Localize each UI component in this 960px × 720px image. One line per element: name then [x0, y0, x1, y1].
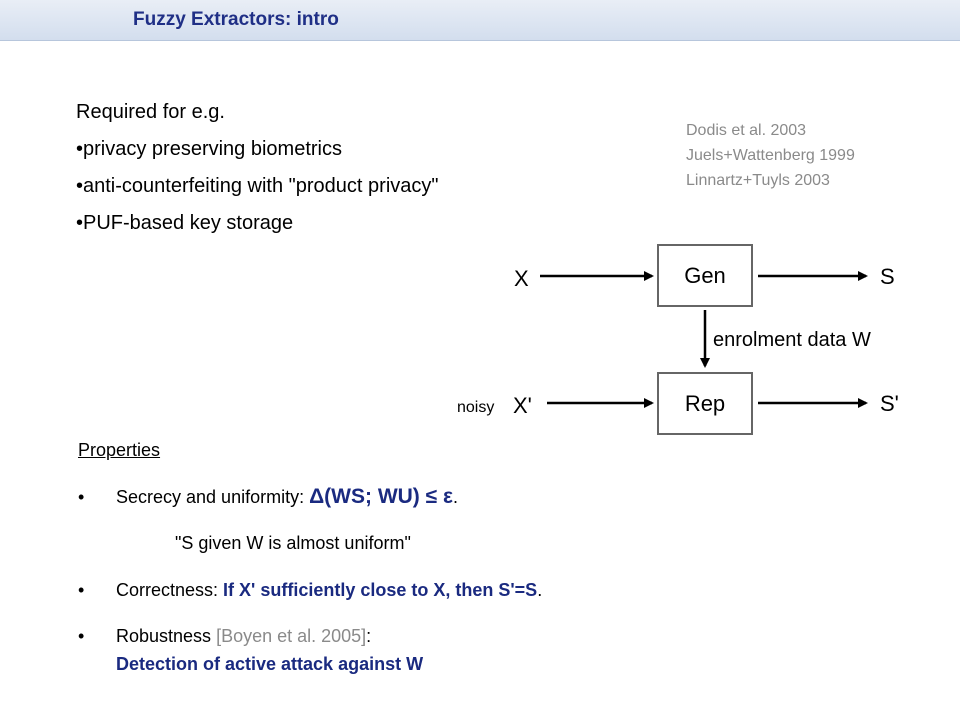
- robustness-statement: Detection of active attack against W: [116, 654, 424, 674]
- reference-item: Juels+Wattenberg 1999: [686, 147, 855, 164]
- secrecy-note: "S given W is almost uniform": [175, 533, 411, 553]
- intro-item: •privacy preserving biometrics: [76, 138, 342, 160]
- output-s-label: S: [880, 264, 895, 289]
- correctness-label: Correctness:: [116, 580, 224, 600]
- gen-box: [657, 244, 753, 307]
- robustness-line: Robustness [Boyen et al. 2005]:: [116, 626, 371, 647]
- references: Dodis et al. 2003 Juels+Wattenberg 1999 …: [686, 118, 855, 193]
- fuzzy-extractor-diagram: Gen X S enrolment data W Rep noisy X' S': [457, 244, 899, 435]
- secrecy-end: .: [452, 487, 458, 507]
- correctness-line: Correctness: If X' sufficiently close to…: [116, 580, 542, 601]
- intro-item: •anti-counterfeiting with "product priva…: [76, 175, 439, 197]
- robustness-label: Robustness: [116, 626, 217, 646]
- input-x-label: X: [514, 266, 529, 291]
- bullet-marker: •: [78, 626, 85, 646]
- secrecy-label: Secrecy and uniformity:: [116, 487, 310, 507]
- enrolment-label: enrolment data W: [713, 329, 871, 351]
- correctness-end: .: [537, 580, 543, 600]
- bullet-marker: •: [78, 487, 85, 507]
- secrecy-formula: Δ(WS; WU) ≤ ε: [309, 485, 453, 508]
- intro-item: •PUF-based key storage: [76, 212, 294, 234]
- output-sprime-label: S': [880, 391, 899, 416]
- intro-heading: Required for e.g.: [76, 101, 225, 123]
- rep-label: Rep: [685, 391, 725, 416]
- gen-label: Gen: [684, 263, 726, 288]
- bullet-marker: •: [78, 580, 85, 600]
- properties-heading: Properties: [78, 440, 161, 460]
- reference-item: Dodis et al. 2003: [686, 122, 807, 139]
- noisy-label: noisy: [457, 399, 494, 416]
- slide-title: Fuzzy Extractors: intro: [133, 9, 339, 30]
- correctness-statement: If X' sufficiently close to X, then S'=S: [223, 580, 538, 600]
- input-xprime-label: X': [513, 393, 532, 418]
- robustness-citation: [Boyen et al. 2005]: [216, 626, 367, 646]
- intro-section: Required for e.g. •privacy preserving bi…: [76, 94, 438, 242]
- reference-item: Linnartz+Tuyls 2003: [686, 172, 830, 189]
- robustness-colon: :: [366, 626, 372, 646]
- secrecy-line: Secrecy and uniformity: Δ(WS; WU) ≤ ε.: [116, 485, 458, 509]
- title-bar: Fuzzy Extractors: intro: [0, 0, 960, 41]
- rep-box: [657, 372, 753, 435]
